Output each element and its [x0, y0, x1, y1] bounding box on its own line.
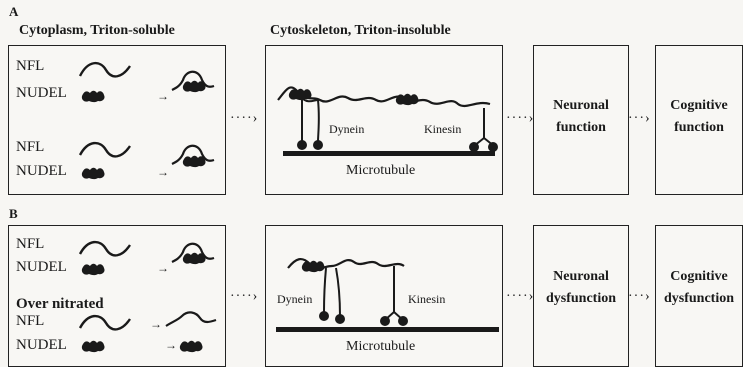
nudel-protein-icon: [180, 341, 203, 352]
cognitive-function-label: Cognitive function: [659, 95, 739, 140]
kinesin-label: Kinesin: [408, 292, 445, 307]
nudel-label: NUDEL: [16, 259, 67, 276]
microtubule-bar: [283, 151, 495, 156]
cytoplasm-header: Cytoplasm, Triton-soluble: [19, 23, 175, 39]
dynein-motor-icon: [324, 268, 340, 316]
nudel-protein-icon: [82, 341, 105, 352]
nfl-label: NFL: [16, 58, 44, 75]
nfl-nudel-complex-icon: [172, 244, 214, 264]
kinesin-label: Kinesin: [424, 122, 461, 137]
cognitive-dysfunction-label: Cognitive dysfunction: [656, 266, 742, 311]
dotted-arrow-icon: ····›: [506, 289, 534, 304]
over-nitrated-label: Over nitrated: [16, 296, 104, 313]
nfl-filament-icon: [80, 63, 130, 76]
panel-a-letter: A: [9, 4, 18, 20]
nudel-protein-icon: [396, 94, 419, 105]
nfl-nudel-complex-icon: [172, 146, 214, 167]
dynein-motor-icon: [302, 98, 319, 142]
dotted-arrow-icon: ····›: [230, 289, 258, 304]
dynein-label: Dynein: [277, 292, 312, 307]
microtubule-label: Microtubule: [346, 339, 415, 355]
dotted-arrow-icon: ···›: [628, 111, 651, 126]
arrow-icon: →: [150, 317, 162, 331]
arrow-icon: →: [157, 89, 169, 103]
nfl-label: NFL: [16, 236, 44, 253]
nudel-protein-icon: [289, 89, 312, 100]
nudel-label: NUDEL: [16, 337, 67, 354]
microtubule-label: Microtubule: [346, 163, 415, 179]
nitrated-nfl-filament-icon: [80, 316, 130, 329]
nfl-label: NFL: [16, 139, 44, 156]
microtubule-bar: [276, 327, 499, 332]
nudel-label: NUDEL: [16, 163, 67, 180]
nudel-protein-icon: [82, 91, 105, 102]
arrow-icon: →: [165, 338, 177, 352]
arrow-icon: →: [157, 261, 169, 275]
nfl-filament-icon: [80, 143, 130, 156]
nudel-protein-icon: [302, 261, 325, 272]
nudel-label: NUDEL: [16, 85, 67, 102]
arrow-icon: →: [157, 165, 169, 179]
dotted-arrow-icon: ····›: [230, 111, 258, 126]
nfl-filament-icon: [80, 242, 130, 255]
nudel-protein-icon: [82, 264, 105, 275]
nudel-protein-icon: [82, 168, 105, 179]
nfl-label: NFL: [16, 313, 44, 330]
dynein-label: Dynein: [329, 122, 364, 137]
dotted-arrow-icon: ····›: [506, 111, 534, 126]
cytoskeleton-header: Cytoskeleton, Triton-insoluble: [270, 23, 451, 39]
nfl-nudel-complex-icon: [172, 72, 214, 92]
neuronal-function-label: Neuronal function: [538, 95, 624, 140]
nitrated-nfl-filament-icon: [166, 312, 216, 326]
kinesin-motor-icon: [474, 108, 494, 146]
panel-b-letter: B: [9, 206, 18, 222]
kinesin-motor-icon: [385, 266, 403, 320]
dotted-arrow-icon: ···›: [628, 289, 651, 304]
neuronal-dysfunction-label: Neuronal dysfunction: [536, 266, 626, 311]
